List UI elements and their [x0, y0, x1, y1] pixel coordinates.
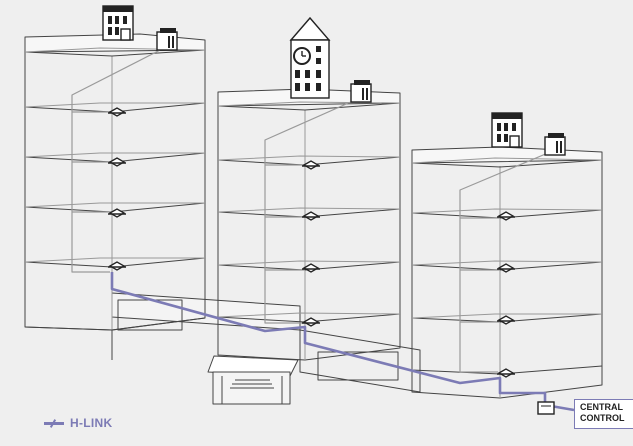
office-building-icon — [103, 6, 133, 40]
building-right — [412, 147, 602, 398]
connector-building — [112, 293, 420, 404]
central-controller-icon — [538, 402, 554, 414]
indoor-unit-icon — [108, 209, 126, 217]
central-control-line-1: CENTRAL — [580, 402, 633, 413]
outdoor-unit-icon — [157, 28, 177, 50]
indoor-unit-icon — [108, 262, 126, 270]
entrance-annex — [208, 356, 298, 404]
indoor-unit-icon — [108, 158, 126, 166]
legend: H-LINK — [44, 416, 112, 430]
outdoor-unit-icon — [351, 80, 371, 102]
clock-tower-icon — [291, 18, 329, 98]
central-control-line-2: CONTROL — [580, 413, 633, 424]
legend-label: H-LINK — [70, 416, 112, 430]
building-left — [25, 34, 205, 330]
central-control-label: CENTRAL CONTROL — [574, 399, 633, 429]
hlink-wiring — [112, 272, 574, 410]
office-building-icon — [492, 113, 522, 147]
indoor-unit-icon — [108, 108, 126, 116]
h-link-line-icon — [44, 422, 64, 425]
outdoor-unit-icon — [545, 133, 565, 155]
